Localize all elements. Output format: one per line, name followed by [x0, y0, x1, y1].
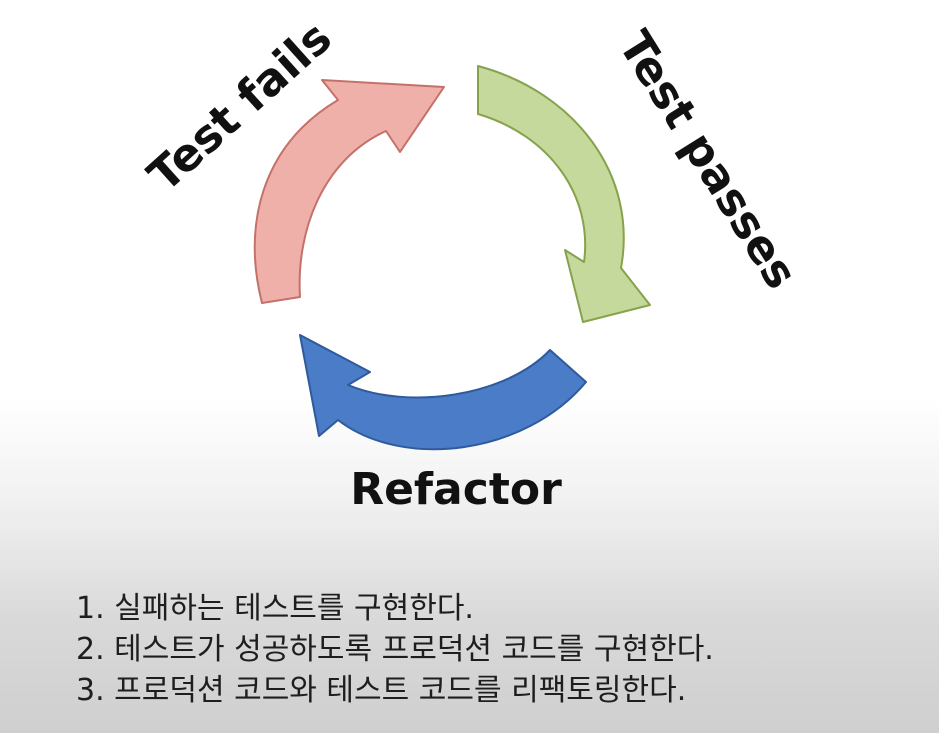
step-item-1: 1. 실패하는 테스트를 구현한다. [76, 591, 474, 626]
step-item-2: 2. 테스트가 성공하도록 프로덕션 코드를 구현한다. [76, 632, 714, 667]
test-fails-arrow [253, 79, 445, 304]
tdd-cycle-diagram: Test fails Test passes Refactor [138, 11, 809, 515]
test-passes-label: Test passes [608, 22, 808, 298]
step-item-3: 3. 프로덕션 코드와 테스트 코드를 리팩토링한다. [76, 673, 687, 708]
test-passes-arrow [477, 65, 651, 323]
steps-list: 1. 실패하는 테스트를 구현한다. 2. 테스트가 성공하도록 프로덕션 코드… [76, 588, 714, 711]
refactor-label: Refactor [350, 464, 562, 515]
refactor-arrow [299, 334, 587, 451]
